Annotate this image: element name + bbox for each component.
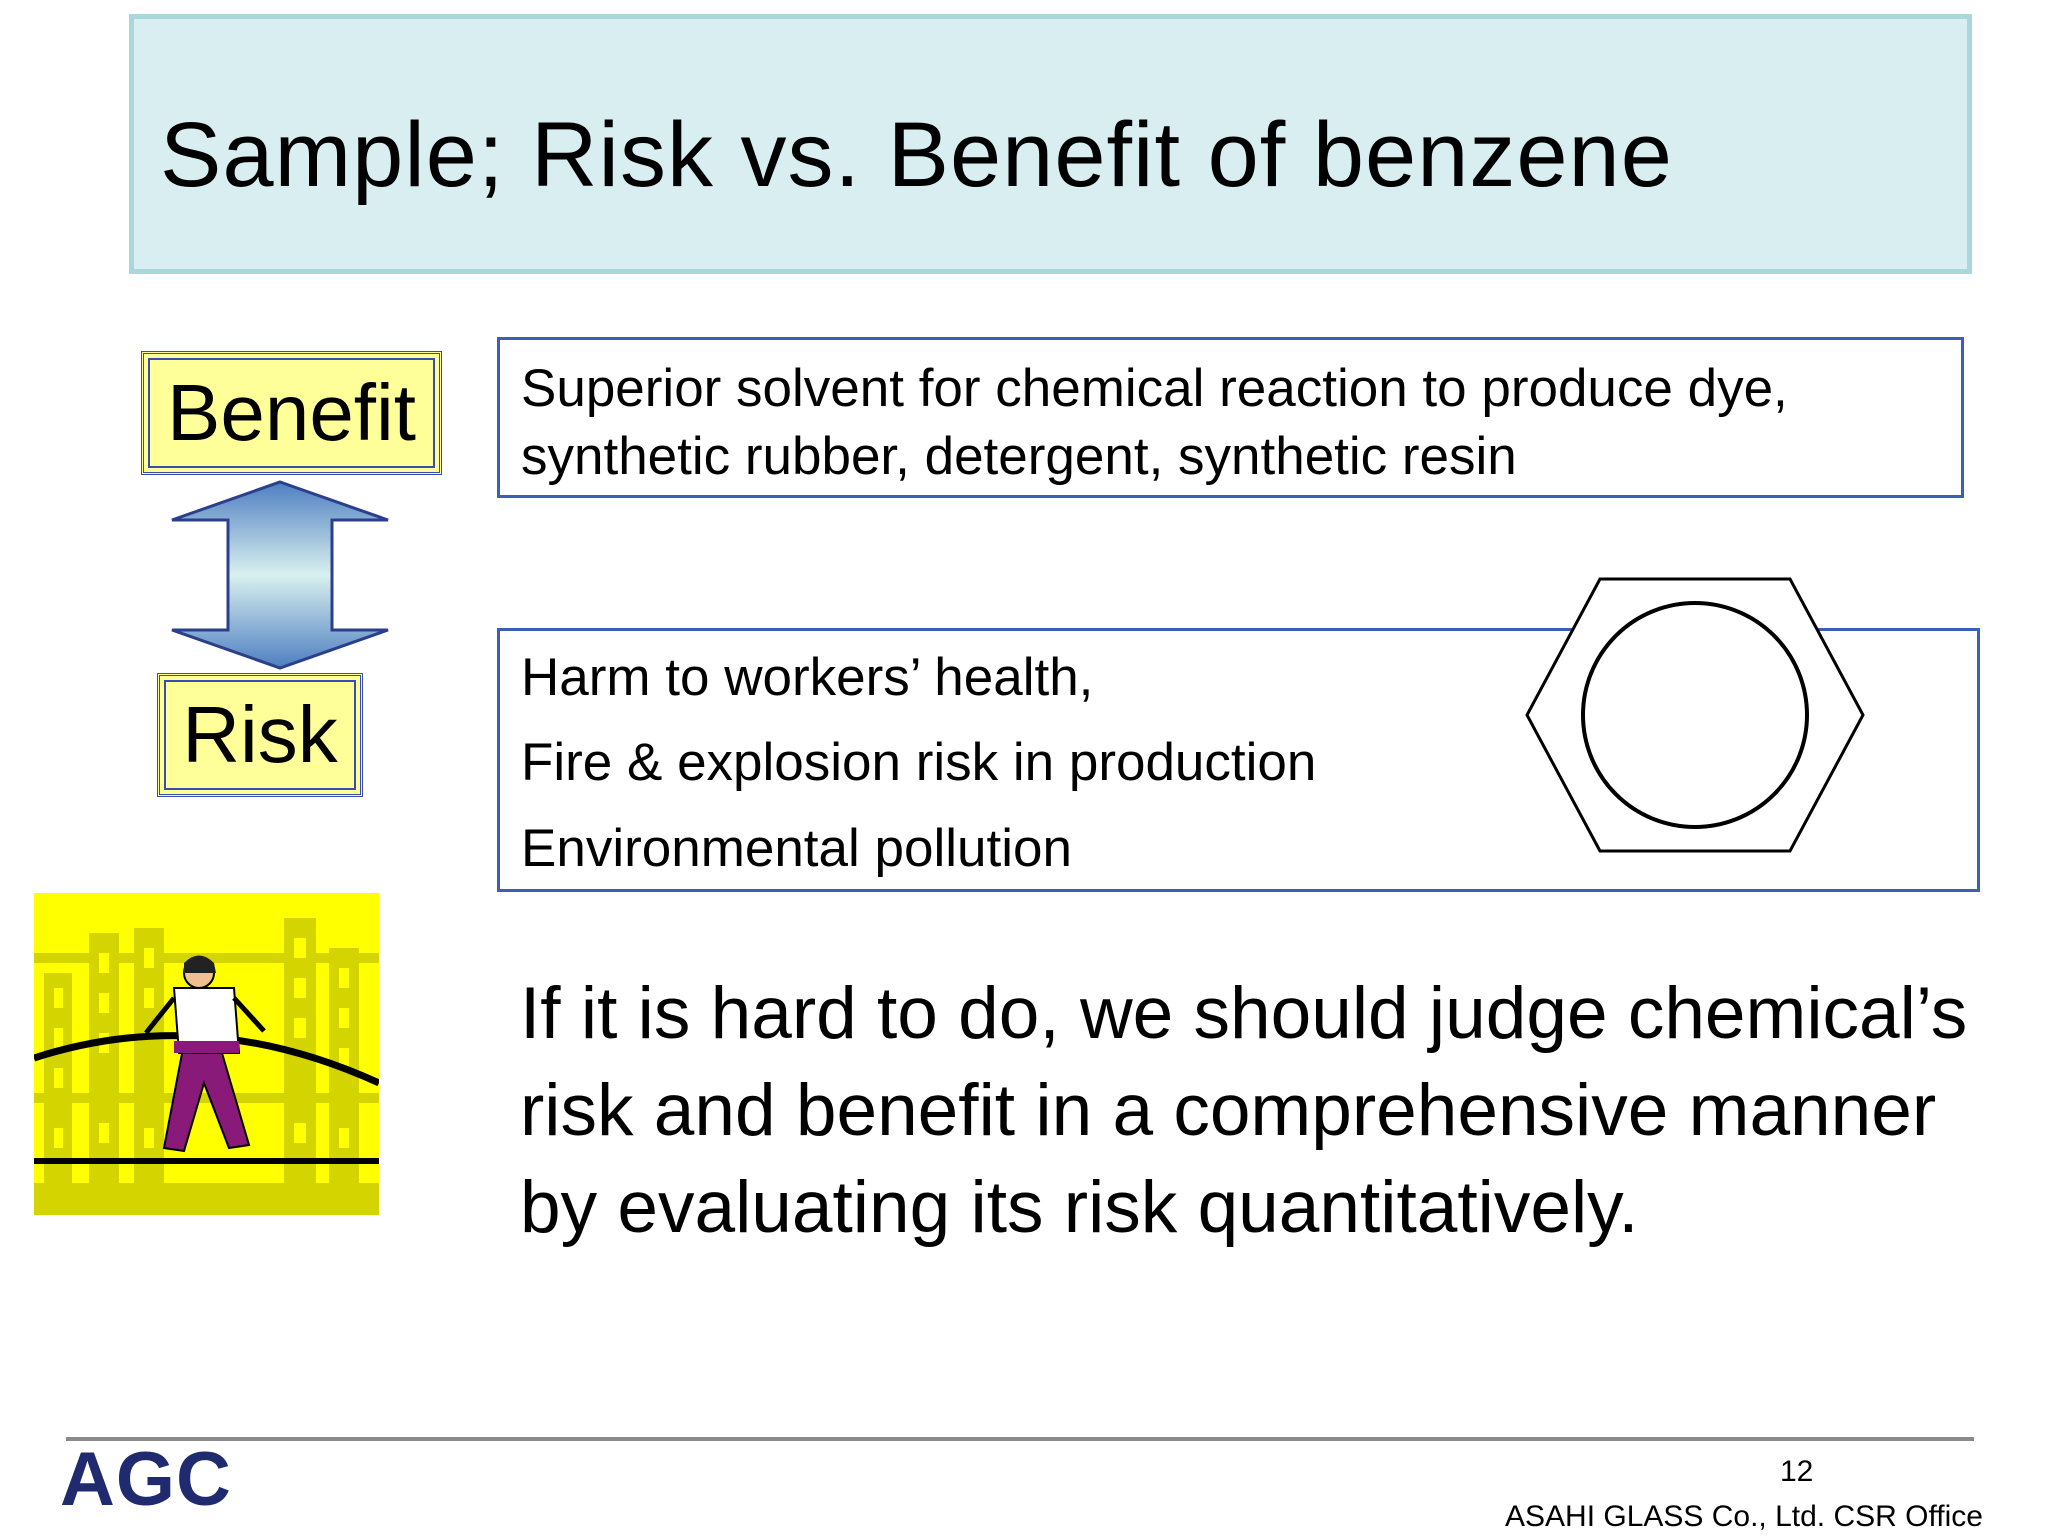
footer-divider (66, 1437, 1974, 1441)
benzene-ring-icon (1525, 577, 1865, 853)
conclusion-statement: If it is hard to do, we should judge che… (520, 973, 1968, 1248)
title-banner: Sample; Risk vs. Benefit of benzene (129, 14, 1972, 274)
risk-label: Risk (157, 673, 363, 797)
benefit-description-box: Superior solvent for chemical reaction t… (497, 337, 1964, 498)
risk-line-2: Fire & explosion risk in production (521, 733, 1317, 792)
benefit-label: Benefit (141, 351, 442, 475)
page-number: 12 (1780, 1455, 1814, 1488)
double-arrow-icon (171, 480, 389, 670)
tightrope-walker-clipart-icon (34, 893, 379, 1215)
slide-title: Sample; Risk vs. Benefit of benzene (160, 104, 1673, 206)
risk-line-1: Harm to workers’ health, (521, 648, 1094, 707)
risk-line-3: Environmental pollution (521, 819, 1072, 878)
agc-logo: AGC (60, 1437, 232, 1522)
company-name: ASAHI GLASS Co., Ltd. CSR Office (1505, 1500, 1983, 1533)
benefit-line-1: Superior solvent for chemical reaction t… (521, 359, 1788, 418)
benefit-line-2: synthetic rubber, detergent, synthetic r… (521, 427, 1517, 486)
